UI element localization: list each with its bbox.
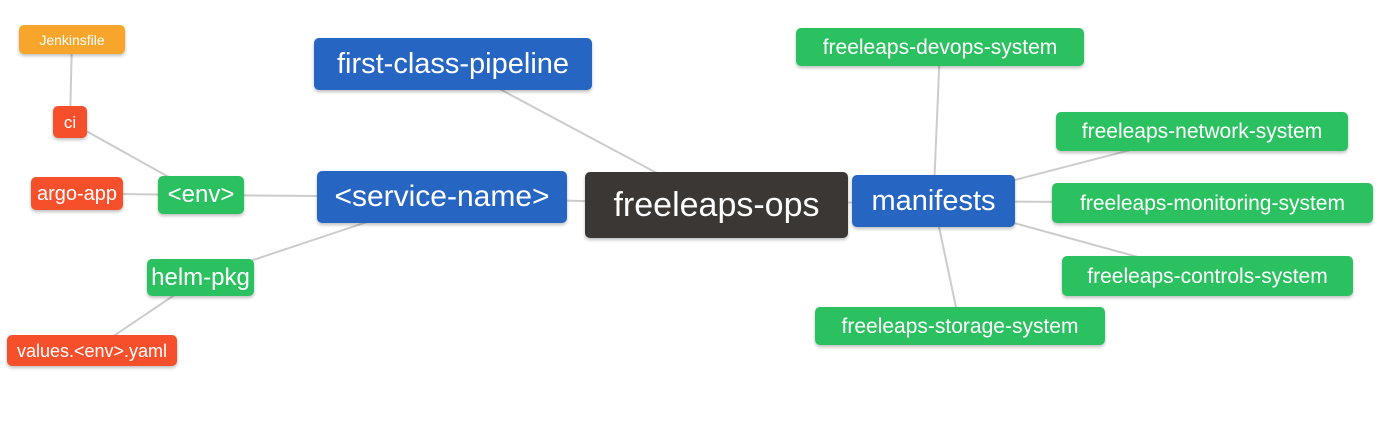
node-jenkinsfile[interactable]: Jenkinsfile xyxy=(19,25,125,54)
node-manifests[interactable]: manifests xyxy=(852,175,1015,227)
node-label: freeleaps-storage-system xyxy=(841,314,1079,338)
node-freeleaps-network-system[interactable]: freeleaps-network-system xyxy=(1056,112,1348,151)
node-argo-app[interactable]: argo-app xyxy=(31,177,123,210)
node-values-env-yaml[interactable]: values.<env>.yaml xyxy=(7,335,177,366)
node-label: freeleaps-ops xyxy=(613,186,820,224)
node-label: freeleaps-controls-system xyxy=(1087,264,1328,288)
node-service-name[interactable]: <service-name> xyxy=(317,171,567,223)
node-label: <service-name> xyxy=(334,180,550,213)
node-first-class-pipeline[interactable]: first-class-pipeline xyxy=(314,38,592,90)
node-label: ci xyxy=(63,112,77,132)
node-freeleaps-storage-system[interactable]: freeleaps-storage-system xyxy=(815,307,1105,345)
node-label: argo-app xyxy=(36,182,118,205)
node-label: values.<env>.yaml xyxy=(16,340,168,361)
node-ci[interactable]: ci xyxy=(53,106,87,138)
node-label: first-class-pipeline xyxy=(336,47,570,80)
node-freeleaps-controls-system[interactable]: freeleaps-controls-system xyxy=(1062,256,1353,296)
node-label: <env> xyxy=(167,181,235,208)
node-label: freeleaps-network-system xyxy=(1081,120,1323,143)
node-freeleaps-ops[interactable]: freeleaps-ops xyxy=(585,172,848,238)
node-label: helm-pkg xyxy=(151,263,250,291)
node-freeleaps-monitoring-system[interactable]: freeleaps-monitoring-system xyxy=(1052,183,1373,223)
node-label: freeleaps-devops-system xyxy=(822,35,1058,59)
node-env[interactable]: <env> xyxy=(158,176,244,214)
node-label: manifests xyxy=(871,184,996,217)
node-helm-pkg[interactable]: helm-pkg xyxy=(147,259,254,296)
node-label: freeleaps-monitoring-system xyxy=(1080,191,1345,215)
node-label: Jenkinsfile xyxy=(39,31,105,48)
node-freeleaps-devops-system[interactable]: freeleaps-devops-system xyxy=(796,28,1084,66)
